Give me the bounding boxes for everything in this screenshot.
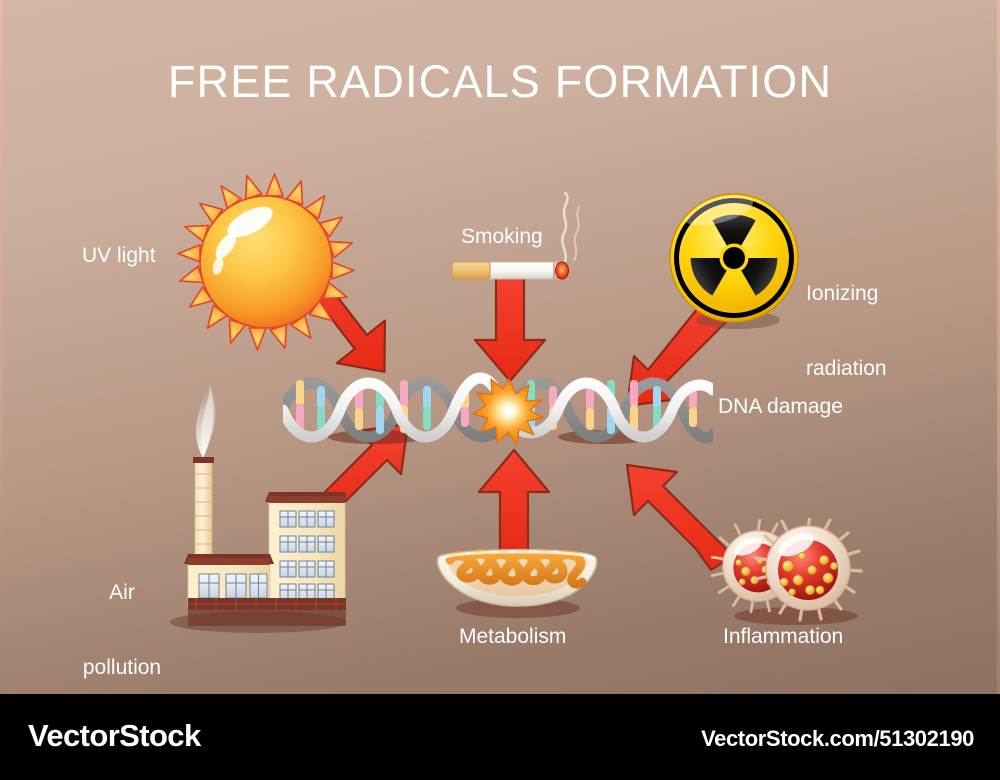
label-air-pollution: Air pollution — [62, 530, 182, 730]
mitochondrion-icon — [436, 548, 598, 618]
background-right-edge — [997, 0, 1000, 694]
watermark-brand: VectorStock — [28, 718, 201, 753]
dna-double-helix-icon — [283, 372, 713, 444]
label-air-pollution-line2: pollution — [82, 656, 162, 679]
label-inflammation: Inflammation — [723, 625, 844, 648]
sun-icon — [176, 172, 356, 352]
watermark-bar — [0, 694, 1000, 780]
label-ionizing-radiation: Ionizing radiation — [806, 231, 976, 431]
label-dna-damage: DNA damage — [718, 395, 843, 418]
cigarette-icon — [451, 192, 581, 280]
damage-burst-icon — [472, 378, 544, 446]
factory-icon — [170, 378, 346, 633]
label-ionizing-radiation-line2: radiation — [806, 357, 887, 380]
background-left-edge — [0, 0, 3, 694]
cigarette-smoke — [561, 192, 581, 266]
label-air-pollution-line1: Air — [109, 581, 135, 604]
arrow-inflammation-to-dna — [625, 463, 735, 572]
arrow-smoking-to-dna — [473, 276, 547, 383]
watermark-url: VectorStock.com/51302190 — [701, 726, 974, 751]
radiation-blades — [690, 214, 778, 296]
immune-cells-icon — [710, 518, 863, 625]
arrow-metabolism-to-dna — [477, 448, 551, 558]
page-title: FREE RADICALS FORMATION — [167, 56, 833, 107]
label-metabolism: Metabolism — [459, 625, 567, 648]
label-uv-light: UV light — [82, 244, 156, 267]
label-ionizing-radiation-line1: Ionizing — [806, 282, 879, 305]
immune-cell-front — [754, 518, 863, 622]
label-smoking: Smoking — [461, 225, 543, 248]
factory-windows — [198, 510, 335, 601]
radiation-trefoil-icon — [669, 193, 799, 329]
